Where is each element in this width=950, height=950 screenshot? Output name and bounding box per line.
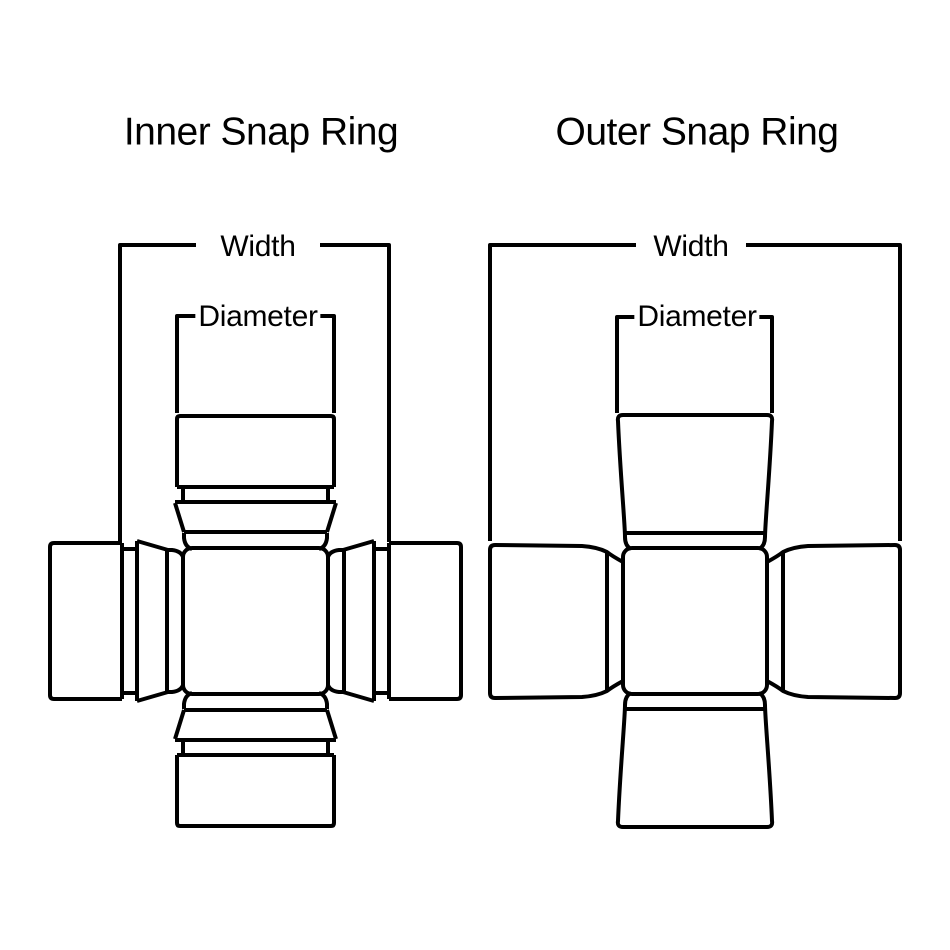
inner-snap-ring-title: Inner Snap Ring: [120, 112, 402, 152]
inner-right-cap: [326, 539, 463, 703]
inner-bottom-cap: [173, 691, 338, 828]
outer-width-label: Width: [650, 232, 732, 262]
inner-dimension-brackets: [118, 243, 391, 542]
inner-diameter-bracket: [175, 314, 336, 413]
inner-top-cap: [173, 414, 338, 551]
outer-diameter-bracket: [615, 315, 774, 413]
outer-center-block: [621, 546, 769, 696]
outer-top-cap: [615, 413, 775, 551]
inner-left-cap: [48, 539, 185, 703]
outer-left-cap: [488, 543, 624, 700]
outer-dimension-brackets: [488, 243, 902, 541]
outer-snap-ring-drawing: [488, 413, 902, 829]
outer-width-bracket: [488, 243, 902, 541]
inner-width-bracket: [118, 243, 391, 542]
outer-snap-ring-title: Outer Snap Ring: [552, 112, 842, 152]
outer-right-cap: [766, 543, 902, 700]
inner-snap-ring-drawing: [48, 414, 463, 828]
outer-bottom-cap: [615, 691, 775, 829]
outer-diameter-label: Diameter: [634, 302, 760, 332]
inner-center-block: [181, 546, 330, 696]
inner-diameter-label: Diameter: [195, 302, 321, 332]
inner-width-label: Width: [217, 232, 299, 262]
